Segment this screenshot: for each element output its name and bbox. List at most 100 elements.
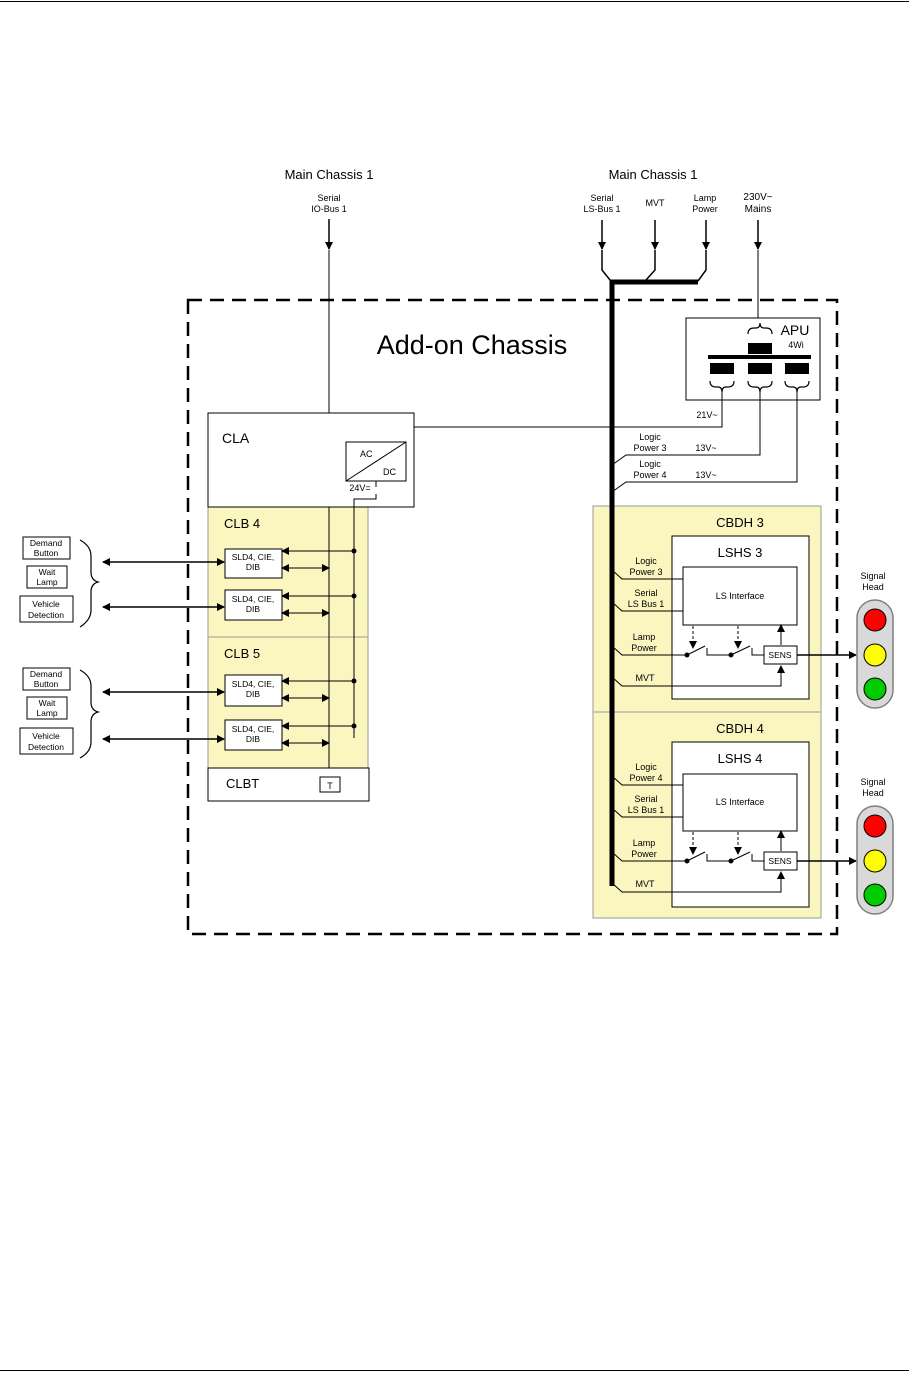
cbdh3-lamp-line xyxy=(611,645,685,656)
ls-interface-4 xyxy=(682,773,798,832)
demand-button-1: Demand Button xyxy=(22,536,71,560)
signal-head-1-yellow-lamp xyxy=(863,643,887,667)
cbdh3-serial-line xyxy=(611,601,683,612)
svg-text:Wait: Wait xyxy=(39,698,56,708)
svg-text:SLD4, CIE,: SLD4, CIE, xyxy=(232,679,275,689)
top-rule xyxy=(0,1,909,2)
main-chassis-left-title: Main Chassis 1 xyxy=(285,167,374,182)
cbdh4-serial-label-1: Serial xyxy=(634,794,657,804)
demand-button-2: Demand Button xyxy=(22,667,71,691)
cbdh3-mvt-label: MVT xyxy=(636,673,656,683)
svg-text:Lamp: Lamp xyxy=(36,708,58,718)
power-top-label: Power xyxy=(692,204,718,214)
sens-label-3: SENS xyxy=(768,650,791,660)
slot-wiring xyxy=(281,547,354,747)
svg-text:DIB: DIB xyxy=(246,689,261,699)
cbdh4-logic-label-1: Logic xyxy=(635,762,657,772)
dc-power-line xyxy=(353,481,377,738)
logic3-line xyxy=(611,392,761,466)
cbdh4-lamp-line xyxy=(611,851,685,862)
signal-head-2-label-2: Head xyxy=(862,788,884,798)
logic3-label-1: Logic xyxy=(639,432,661,442)
logic4-line xyxy=(611,392,798,493)
ls-interface-4-label: LS Interface xyxy=(716,797,765,807)
clb4-slot-2: SLD4, CIE, DIB xyxy=(224,589,283,621)
svg-text:Demand: Demand xyxy=(30,538,62,548)
cbdh3-mvt-line xyxy=(611,665,785,687)
signal-head-1-label-1: Signal xyxy=(860,571,885,581)
logic3-voltage: 13V~ xyxy=(695,443,716,453)
logic4-label-2: Power 4 xyxy=(633,470,666,480)
cla-24v-label: 24V= xyxy=(349,483,370,493)
terminator-label: T xyxy=(327,781,333,791)
acdc-diagonal xyxy=(345,441,407,482)
terminator-box xyxy=(319,776,341,793)
io-bus-label: IO-Bus 1 xyxy=(311,204,347,214)
addon-chassis-boundary xyxy=(186,298,839,936)
clb5-slot-1: SLD4, CIE, DIB xyxy=(224,674,283,707)
apu-secondary-2 xyxy=(748,363,772,374)
apu-21v-label: 21V~ xyxy=(696,410,717,420)
svg-text:SLD4, CIE,: SLD4, CIE, xyxy=(232,594,275,604)
apu-core-bar xyxy=(708,355,811,359)
wait-lamp-2: Wait Lamp xyxy=(26,696,68,720)
sens-label-4: SENS xyxy=(768,856,791,866)
lamp-top-label: Lamp xyxy=(694,193,717,203)
ac-label: AC xyxy=(360,449,373,459)
svg-text:DIB: DIB xyxy=(246,604,261,614)
clb5-label: CLB 5 xyxy=(224,646,260,661)
lshs4-label: LSHS 4 xyxy=(718,751,763,766)
cbdh4-serial-line xyxy=(611,807,683,818)
svg-text:DIB: DIB xyxy=(246,734,261,744)
svg-text:SLD4, CIE,: SLD4, CIE, xyxy=(232,552,275,562)
apu-secondary-3 xyxy=(785,363,809,374)
svg-text:Vehicle: Vehicle xyxy=(32,731,60,741)
cbdh4-label: CBDH 4 xyxy=(716,721,764,736)
vehicle-detection-1: Vehicle Detection xyxy=(19,595,74,623)
apu-sub-label: 4Wi xyxy=(788,340,804,350)
svg-text:Demand: Demand xyxy=(30,669,62,679)
ls-interface-3 xyxy=(682,566,798,626)
ls-bus-serial-label: Serial xyxy=(590,193,613,203)
signal-head-1-green-lamp xyxy=(863,677,887,701)
lshs3-label: LSHS 3 xyxy=(718,545,763,560)
clbt-label: CLBT xyxy=(226,776,259,791)
signal-head-1-label-2: Head xyxy=(862,582,884,592)
svg-text:DIB: DIB xyxy=(246,562,261,572)
bus-merge-lines xyxy=(601,250,707,282)
cbdh3-switches xyxy=(684,624,785,658)
svg-text:Detection: Detection xyxy=(28,610,64,620)
ls-bus-label: LS-Bus 1 xyxy=(583,204,620,214)
clb5-slot-2: SLD4, CIE, DIB xyxy=(224,719,283,751)
cbdh3-serial-label-1: Serial xyxy=(634,588,657,598)
io-bus-serial-label: Serial xyxy=(317,193,340,203)
signal-head-2-label-1: Signal xyxy=(860,777,885,787)
cbdh3-label: CBDH 3 xyxy=(716,515,764,530)
cbdh3-logic-label-2: Power 3 xyxy=(629,567,662,577)
svg-text:Lamp: Lamp xyxy=(36,577,58,587)
apu-input-brace xyxy=(747,322,773,335)
vehicle-detection-2: Vehicle Detection xyxy=(19,727,74,755)
svg-text:Button: Button xyxy=(34,548,59,558)
apu-21v-line xyxy=(375,392,723,442)
cla-label: CLA xyxy=(222,430,250,446)
mains-voltage-label: 230V~ xyxy=(743,192,772,203)
apu-label: APU xyxy=(781,322,810,338)
cbdh4-serial-label-2: LS Bus 1 xyxy=(628,805,665,815)
cbdh4-lamp-label-2: Power xyxy=(631,849,657,859)
apu-primary-core xyxy=(748,343,772,354)
cbdh4-mvt-label: MVT xyxy=(636,879,656,889)
clb4-label: CLB 4 xyxy=(224,516,260,531)
signal-head-2-green-lamp xyxy=(863,883,887,907)
svg-text:SLD4, CIE,: SLD4, CIE, xyxy=(232,724,275,734)
dc-label: DC xyxy=(383,467,396,477)
clb4-slot-1: SLD4, CIE, DIB xyxy=(224,548,283,579)
bottom-rule xyxy=(0,1370,909,1371)
brace-group-2 xyxy=(79,669,101,759)
cbdh4-logic-line xyxy=(611,775,683,786)
cbdh4-mvt-line xyxy=(611,871,785,893)
svg-text:Vehicle: Vehicle xyxy=(32,599,60,609)
logic4-voltage: 13V~ xyxy=(695,470,716,480)
chassis-title: Add-on Chassis xyxy=(377,330,568,360)
svg-text:Button: Button xyxy=(34,679,59,689)
